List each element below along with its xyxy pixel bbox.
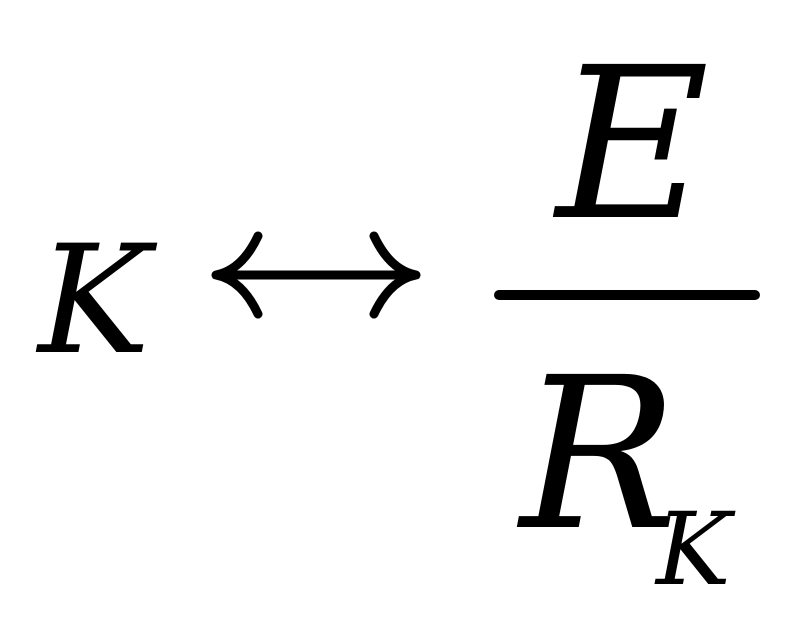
- fraction-denominator: R: [520, 332, 679, 577]
- denominator-subscript: K: [656, 491, 731, 608]
- fraction-numerator: E: [556, 22, 710, 267]
- fraction-bar: [494, 290, 760, 300]
- double-arrow-icon: [211, 231, 421, 319]
- lhs-variable: K: [38, 214, 151, 388]
